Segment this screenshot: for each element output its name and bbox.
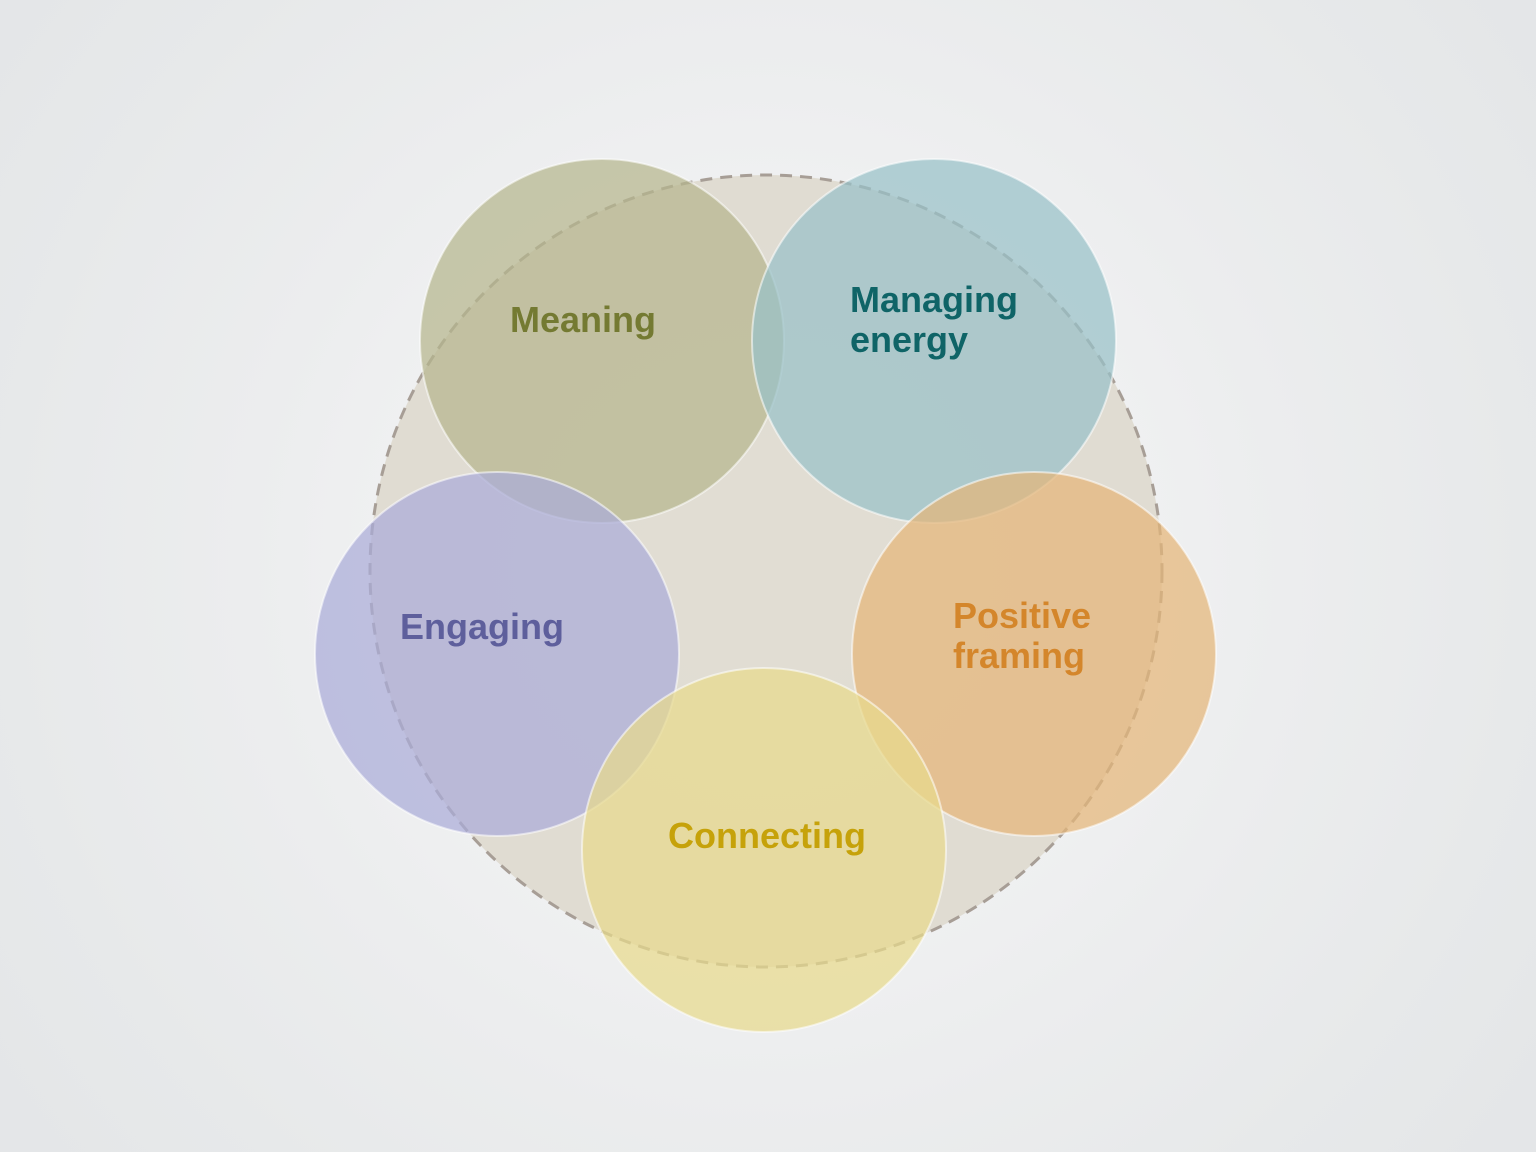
label-managing-energy-line2: energy bbox=[850, 319, 968, 360]
label-positive-framing-line1: Positive bbox=[953, 595, 1091, 636]
circle-positive-framing bbox=[851, 471, 1217, 837]
label-connecting: Connecting bbox=[668, 815, 866, 856]
label-meaning: Meaning bbox=[510, 299, 656, 340]
label-positive-framing-line2: framing bbox=[953, 635, 1085, 676]
label-managing-energy-line1: Managing bbox=[850, 279, 1018, 320]
circle-connecting bbox=[581, 667, 947, 1033]
label-engaging: Engaging bbox=[400, 606, 564, 647]
circle-engaging bbox=[314, 471, 680, 837]
circle-meaning bbox=[419, 158, 785, 524]
